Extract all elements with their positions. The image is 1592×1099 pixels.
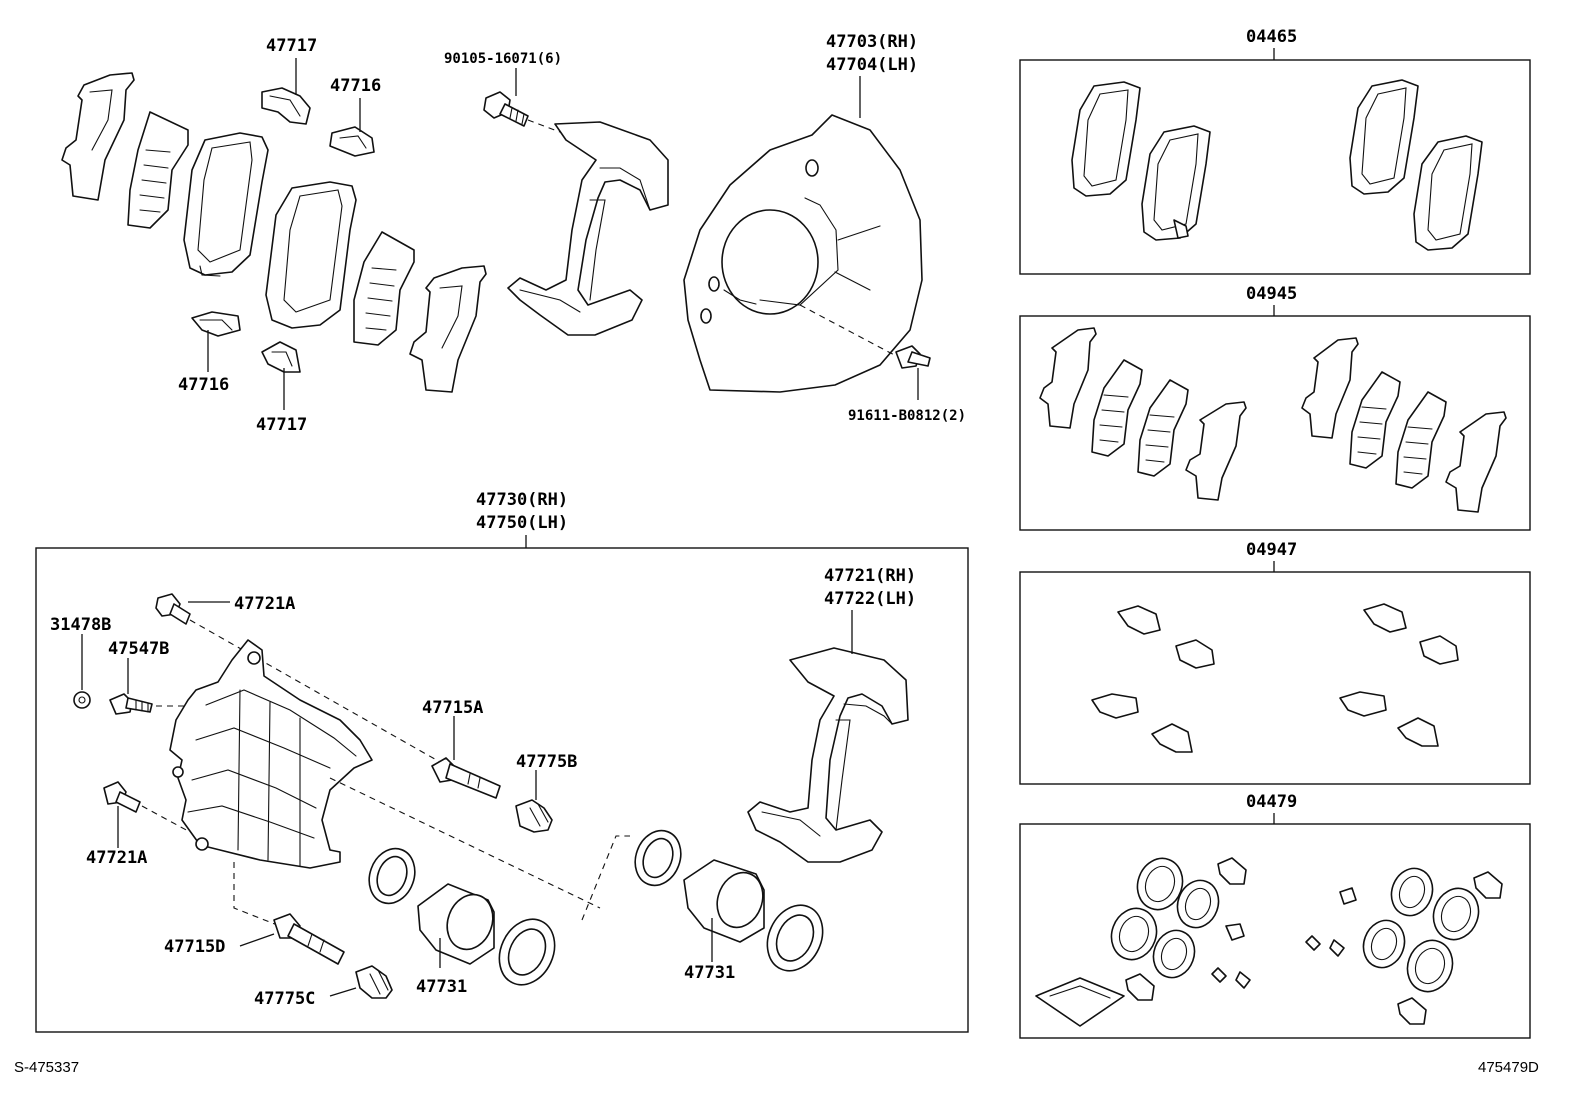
piston-seal-left <box>368 847 416 905</box>
label-31478b: 31478B <box>50 615 111 635</box>
brake-pad-inner <box>265 181 357 329</box>
footer-left-code: S-475337 <box>14 1059 79 1076</box>
piston-seal-right <box>634 829 682 887</box>
label-47721a-top: 47721A <box>234 594 295 614</box>
label-47730-rh: 47730(RH) <box>476 490 568 510</box>
slide-bushing-47721a-top <box>155 593 191 625</box>
label-91611-b0812: 91611-B0812(2) <box>848 408 966 424</box>
bleeder-plug-cap <box>73 691 91 709</box>
label-47721a-bottom: 47721A <box>86 848 147 868</box>
slide-pin-47715d <box>273 913 345 965</box>
pad-wear-clip-47716-bottom <box>191 311 241 337</box>
outer-anti-squeal-shim-right <box>409 265 487 393</box>
inner-shim-right <box>353 231 415 346</box>
label-47731-right: 47731 <box>684 963 735 983</box>
label-47721-rh: 47721(RH) <box>824 566 916 586</box>
piston-left <box>417 883 495 965</box>
pad-support-plate-47717-top <box>261 87 311 125</box>
label-47731-left: 47731 <box>416 977 467 997</box>
outer-anti-squeal-shim-left <box>61 72 135 201</box>
pad-wear-clip-47716-top <box>329 126 375 157</box>
caliper-mounting-bracket <box>747 647 909 863</box>
kit-04947-clips <box>1091 603 1459 753</box>
kit-04945-shims <box>1039 327 1507 513</box>
piston-boot-left <box>498 918 556 986</box>
slide-bushing-boot-47775b <box>515 799 553 833</box>
caliper-assembly-frame <box>35 547 969 1033</box>
label-47775c: 47775C <box>254 989 315 1009</box>
slide-pin-47715a <box>431 757 501 799</box>
caliper-mount-bolt <box>483 91 529 127</box>
kit-04465-frame <box>1019 59 1531 275</box>
label-47717-top: 47717 <box>266 36 317 56</box>
label-90105-16071: 90105-16071(6) <box>444 51 562 67</box>
inner-shim-left <box>127 111 189 229</box>
bleeder-screw <box>109 693 153 715</box>
label-kit-04947: 04947 <box>1246 540 1297 560</box>
kit-04947-frame <box>1019 571 1531 785</box>
label-kit-04945: 04945 <box>1246 284 1297 304</box>
kit-04465-pads <box>1071 79 1483 251</box>
label-47775b: 47775B <box>516 752 577 772</box>
slide-bushing-boot-47775c <box>355 965 393 999</box>
brake-pad-outer <box>183 132 269 277</box>
kit-04945-frame <box>1019 315 1531 531</box>
dust-cover-bolt <box>895 345 931 369</box>
label-kit-04479: 04479 <box>1246 792 1297 812</box>
kit-04479-seals-boots <box>1035 857 1503 1027</box>
label-47715a: 47715A <box>422 698 483 718</box>
footer-right-code: 475479D <box>1478 1059 1539 1076</box>
label-47716-top: 47716 <box>330 76 381 96</box>
label-47722-lh: 47722(LH) <box>824 589 916 609</box>
caliper-mounting-bracket-top <box>507 121 669 336</box>
label-47717-bottom: 47717 <box>256 415 307 435</box>
disc-brake-dust-cover <box>683 114 923 393</box>
slide-bushing-47721a-bottom <box>103 781 141 813</box>
label-47547b: 47547B <box>108 639 169 659</box>
pad-support-plate-47717-bottom <box>261 341 301 373</box>
piston-boot-right <box>766 904 824 972</box>
piston-right <box>683 859 765 943</box>
kit-04479-frame <box>1019 823 1531 1039</box>
caliper-cylinder-body <box>169 639 373 869</box>
label-47704-lh: 47704(LH) <box>826 55 918 75</box>
label-47715d: 47715D <box>164 937 225 957</box>
label-47716-bottom: 47716 <box>178 375 229 395</box>
label-47703-rh: 47703(RH) <box>826 32 918 52</box>
label-47750-lh: 47750(LH) <box>476 513 568 533</box>
label-kit-04465: 04465 <box>1246 27 1297 47</box>
